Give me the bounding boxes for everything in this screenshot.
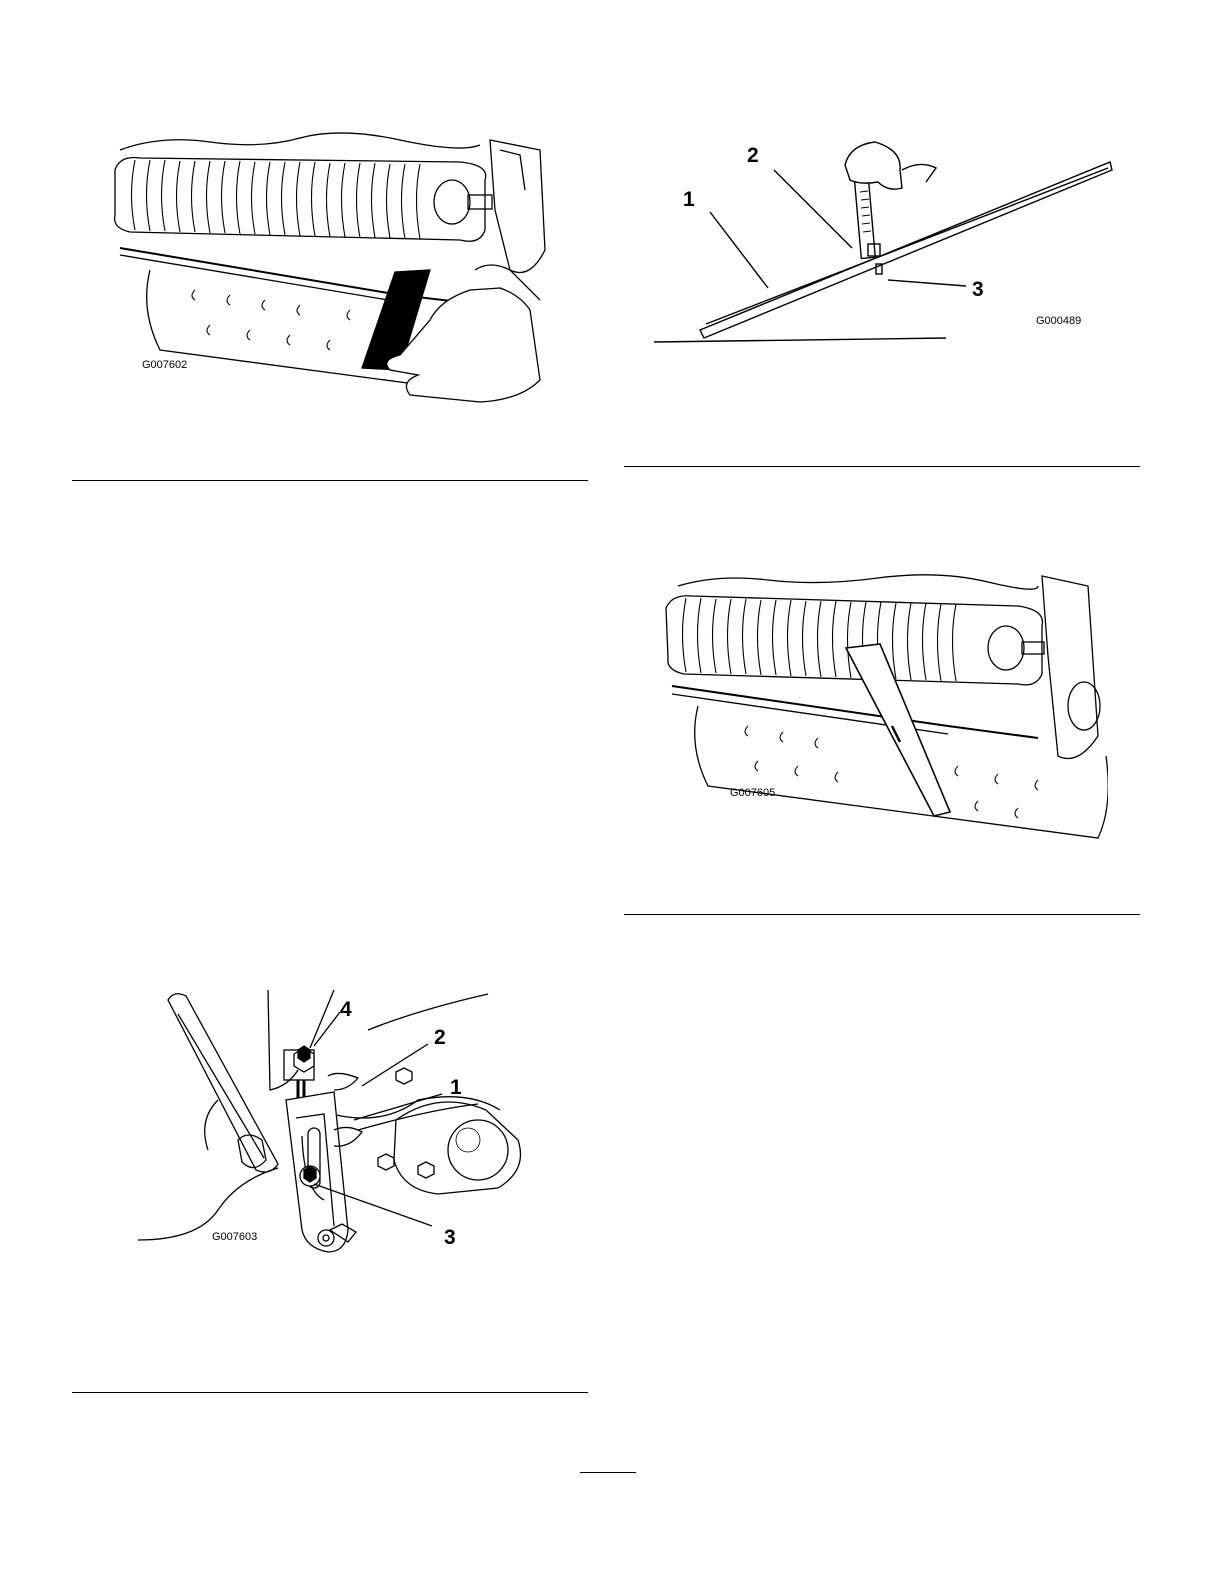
figure-code: G007603: [212, 1231, 257, 1243]
callout-2: 2: [747, 144, 759, 167]
callout-3: 3: [972, 278, 984, 301]
callout-2: 2: [434, 1026, 446, 1049]
figure-straightedge: G007605: [658, 566, 1108, 846]
figure-gauge: 1 2 3 G000489: [640, 130, 1120, 360]
figure-divider: [72, 1392, 588, 1393]
page-number-rule: [580, 1472, 636, 1473]
figure-divider: [72, 480, 588, 481]
callout-4: 4: [340, 998, 352, 1021]
figure-code: G007605: [730, 787, 775, 799]
figure-reel-paper: G007602: [100, 120, 560, 420]
figure-divider: [624, 914, 1140, 915]
callout-1: 1: [450, 1076, 462, 1099]
figure-code: G007602: [142, 359, 187, 371]
figure-code: G000489: [1036, 315, 1081, 327]
figure-divider: [624, 466, 1140, 467]
callout-1: 1: [683, 188, 695, 211]
callout-3: 3: [444, 1226, 456, 1249]
figure-adjuster: 4 2 1 3 G007603: [138, 990, 538, 1280]
